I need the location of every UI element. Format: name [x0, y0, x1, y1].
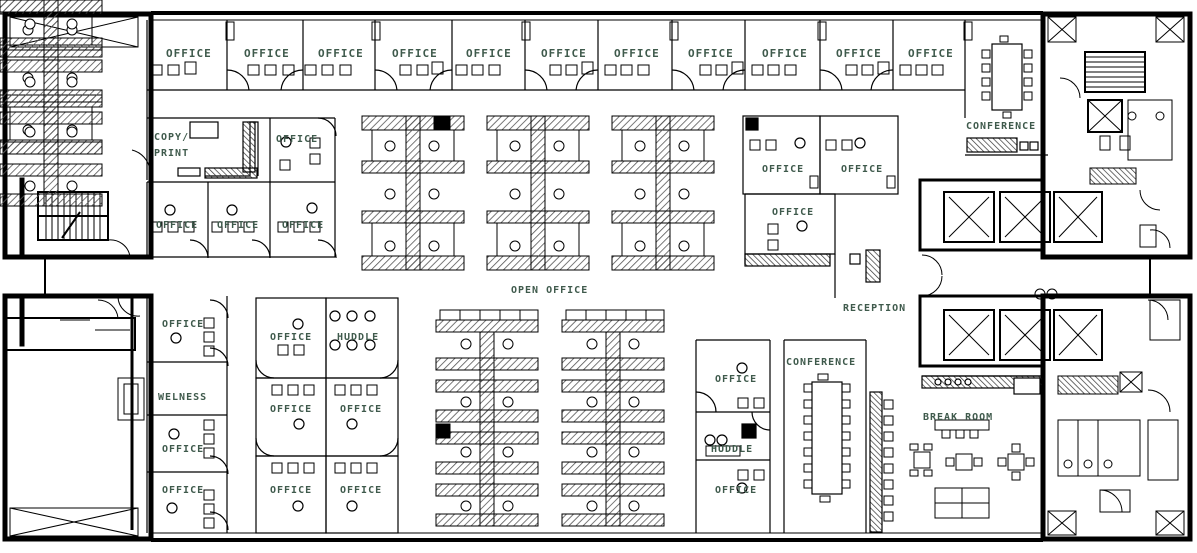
- left-upper-offices: [146, 117, 337, 259]
- office-label: OFFICE: [276, 134, 319, 145]
- office-label: OFFICE: [217, 220, 260, 231]
- center-right-offices: [742, 115, 899, 298]
- office-label: OFFICE: [908, 47, 954, 60]
- office-label: OFFICE: [244, 47, 290, 60]
- office-label: OFFICE: [270, 332, 313, 343]
- reception-label: RECEPTION: [843, 303, 907, 314]
- conference-label: CONFERENCE: [786, 357, 857, 368]
- copy-print-label-line1: COPY/: [154, 132, 190, 143]
- office-label: OFFICE: [541, 47, 587, 60]
- left-center-offices: [255, 297, 399, 534]
- office-label: OFFICE: [162, 444, 205, 455]
- office-label: OFFICE: [715, 374, 758, 385]
- welness-label: WELNESS: [158, 392, 208, 403]
- right-core: [1057, 51, 1181, 513]
- open-office-label: OPEN OFFICE: [511, 285, 589, 296]
- break-room-label: BREAK ROOM: [923, 412, 994, 423]
- top-conference-room: [964, 35, 1048, 156]
- office-label: OFFICE: [162, 319, 205, 330]
- office-label: OFFICE: [156, 220, 199, 231]
- office-label: OFFICE: [614, 47, 660, 60]
- office-label: OFFICE: [841, 164, 884, 175]
- office-label: OFFICE: [715, 485, 758, 496]
- left-lower-offices: [146, 296, 229, 533]
- huddle-label: HUDDLE: [337, 332, 380, 343]
- office-label: OFFICE: [772, 207, 815, 218]
- office-label: OFFICE: [162, 485, 205, 496]
- lower-right-offices: [695, 339, 894, 533]
- office-label: OFFICE: [340, 404, 383, 415]
- conference-label: CONFERENCE: [966, 121, 1037, 132]
- left-core: [4, 149, 151, 530]
- office-label: OFFICE: [762, 164, 805, 175]
- exterior-walls: [2, 11, 1193, 542]
- office-label: OFFICE: [392, 47, 438, 60]
- elevators: [918, 178, 1103, 368]
- office-label: OFFICE: [340, 485, 383, 496]
- office-label: OFFICE: [270, 485, 313, 496]
- huddle-label: HUDDLE: [711, 444, 754, 455]
- office-label: OFFICE: [166, 47, 212, 60]
- office-label: OFFICE: [466, 47, 512, 60]
- break-room: [909, 375, 1043, 519]
- office-label: OFFICE: [318, 47, 364, 60]
- office-label: OFFICE: [836, 47, 882, 60]
- workstations-bottom: [0, 0, 665, 527]
- office-label: OFFICE: [282, 220, 325, 231]
- office-label: OFFICE: [762, 47, 808, 60]
- top-offices: [146, 20, 973, 180]
- office-label: OFFICE: [688, 47, 734, 60]
- copy-print-label-line2: PRINT: [154, 148, 190, 159]
- office-label: OFFICE: [270, 404, 313, 415]
